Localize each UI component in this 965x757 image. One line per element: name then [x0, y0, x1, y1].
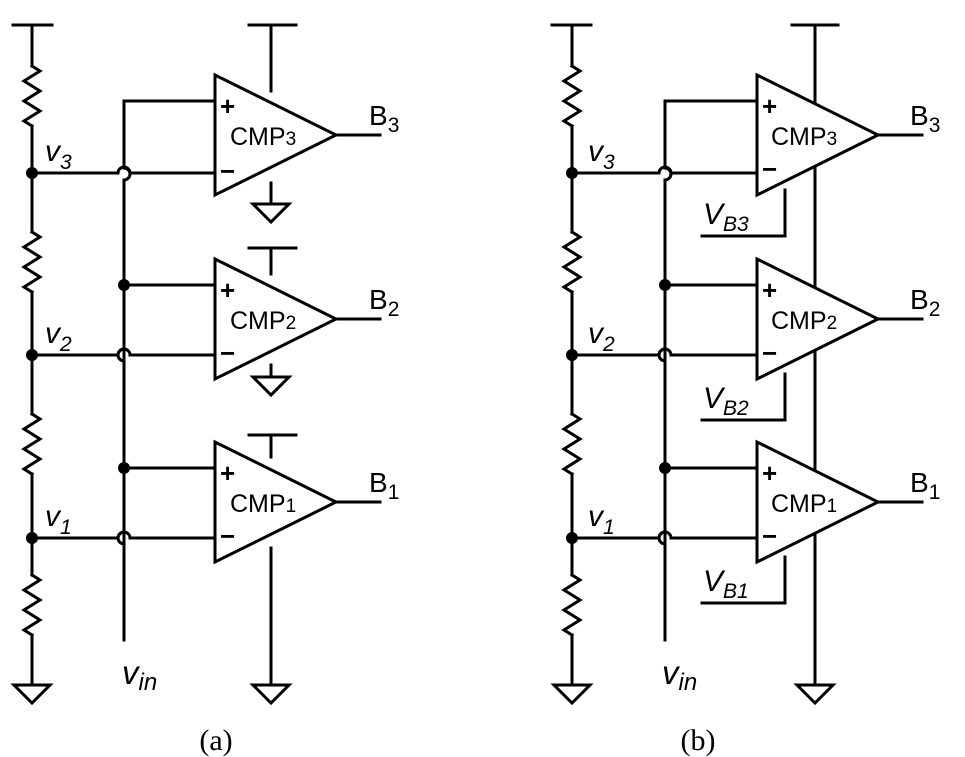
resistor-r1 [21, 572, 43, 638]
v1-to-cmp1-minus [30, 530, 217, 540]
v3-to-cmp3-minus [30, 165, 217, 175]
ground-symbol [249, 375, 293, 398]
vin-wire [122, 99, 217, 642]
vin-wire [663, 99, 759, 642]
bias-label-vb3: VB3 [703, 198, 749, 236]
plus-sign: + [762, 91, 777, 121]
resistor-r2 [561, 411, 583, 477]
resistor-r2 [21, 411, 43, 477]
comparator-cmp1-a: + − CMP1 B1 [213, 433, 399, 706]
supply-line [247, 23, 298, 93]
vin-node-cmp2 [118, 279, 130, 291]
tap-label-v3: v3 [588, 135, 615, 174]
plus-sign: + [220, 91, 235, 121]
comparator-triangle [755, 72, 882, 198]
vin-bus-a [116, 99, 217, 642]
output-label: B2 [910, 284, 940, 321]
plus-sign: + [220, 458, 235, 488]
v2-to-cmp2-minus [30, 347, 217, 357]
v3-to-cmp3-minus [570, 165, 759, 175]
bias-line-vb1 [700, 555, 787, 605]
output-label: B2 [369, 284, 399, 321]
supply-line [247, 246, 298, 276]
tap-label-v1: v1 [588, 500, 615, 539]
resistor-r3 [561, 229, 583, 295]
output-label: B1 [910, 467, 940, 504]
minus-sign: − [220, 338, 235, 368]
ground-symbol [793, 683, 837, 706]
comparator-triangle [213, 256, 340, 382]
plus-sign: + [762, 458, 777, 488]
resistor-r1 [561, 572, 583, 638]
minus-sign: − [762, 338, 777, 368]
minus-sign: − [220, 156, 235, 186]
vin-node-cmp2 [659, 279, 671, 291]
resistor-ladder-a [10, 23, 54, 706]
plus-sign: + [762, 275, 777, 305]
comparator-label: CMP1 [230, 490, 296, 518]
caption-b: (b) [681, 724, 716, 757]
comparator-cmp3-b: + − CMP3 B3 [755, 72, 940, 198]
tap-label-v1: v1 [45, 500, 72, 539]
comparator-label: CMP2 [230, 307, 296, 335]
comparator-cmp3-a: + − CMP3 B3 [213, 23, 399, 225]
bias-label-vb1: VB1 [703, 565, 749, 603]
panel-a: v3 v2 v1 vin + − CMP3 B3 [10, 23, 399, 757]
comparator-triangle [755, 439, 882, 565]
resistor-r3 [21, 229, 43, 295]
vin-label-b: vin [662, 654, 697, 696]
minus-sign: − [220, 521, 235, 551]
resistor-r4 [561, 63, 583, 129]
tap-label-v3: v3 [45, 135, 72, 174]
comparator-cmp1-b: + − CMP1 B1 [755, 439, 940, 565]
ladder-ground-symbol [550, 683, 594, 706]
comparator-label: CMP1 [771, 490, 837, 518]
resistor-r4 [21, 63, 43, 129]
plus-sign: + [220, 275, 235, 305]
comparator-label: CMP3 [230, 123, 296, 151]
vin-node-cmp1 [118, 462, 130, 474]
panel-b: v3 v2 v1 vin VB3 VB2 VB1 [550, 23, 940, 757]
bias-line-vb3 [700, 188, 787, 238]
output-label: B3 [369, 100, 399, 137]
supply-line [247, 433, 298, 459]
vin-bus-b [657, 99, 759, 642]
bias-line-vb2 [700, 372, 787, 422]
comparator-label: CMP2 [771, 307, 837, 335]
comparator-triangle [755, 256, 882, 382]
bias-label-vb2: VB2 [703, 382, 749, 420]
minus-sign: − [762, 521, 777, 551]
comparator-label: CMP3 [771, 123, 837, 151]
minus-sign: − [762, 154, 777, 184]
comparator-triangle [213, 72, 340, 198]
tap-label-v2: v2 [45, 317, 72, 356]
resistor-ladder-b [550, 23, 594, 706]
v1-to-cmp1-minus [570, 530, 759, 540]
v2-to-cmp2-minus [570, 347, 759, 357]
ground-symbol [249, 202, 293, 225]
comparator-cmp2-a: + − CMP2 B2 [213, 246, 399, 398]
ground-symbol [249, 683, 293, 706]
caption-a: (a) [199, 724, 232, 757]
tap-label-v2: v2 [588, 317, 615, 356]
vin-label-a: vin [122, 654, 157, 696]
vin-node-cmp1 [659, 462, 671, 474]
ladder-ground-symbol [10, 683, 54, 706]
output-label: B3 [910, 100, 940, 137]
comparator-triangle [213, 439, 340, 565]
comparator-cmp2-b: + − CMP2 B2 [755, 256, 940, 382]
output-label: B1 [369, 467, 399, 504]
